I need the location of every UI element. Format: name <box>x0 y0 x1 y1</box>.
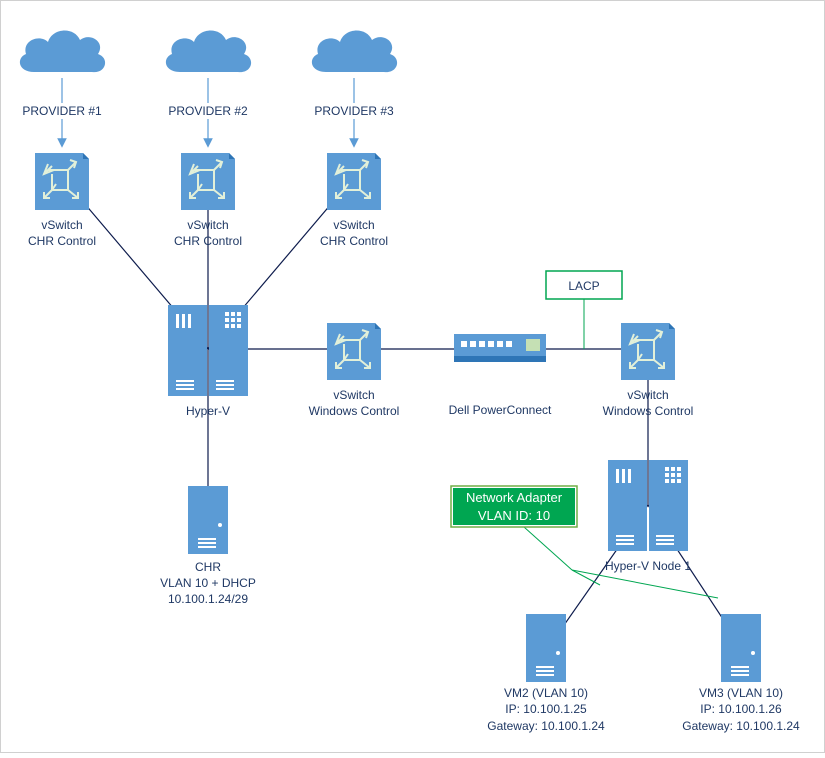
adapter-connector <box>523 526 573 571</box>
green-links <box>523 299 719 599</box>
switch-label: Dell PowerConnect <box>449 403 552 417</box>
cloud-icon <box>165 30 252 73</box>
provider-2-label: PROVIDER #2 <box>168 104 248 118</box>
router-icon <box>620 322 676 381</box>
provider-label-bg <box>312 103 396 119</box>
chr-subnet: 10.100.1.24/29 <box>168 592 248 606</box>
vm2-gateway: Gateway: 10.100.1.24 <box>487 719 605 733</box>
adapter-box-fill <box>453 488 575 525</box>
vm3-gateway: Gateway: 10.100.1.24 <box>682 719 800 733</box>
server-tower-icon <box>188 486 228 554</box>
win-vswitch-2-subtitle: Windows Control <box>603 404 694 418</box>
win-vswitch-2-title: vSwitch <box>627 388 668 402</box>
provider-label-bg <box>20 103 104 119</box>
chr-vlan: VLAN 10 + DHCP <box>160 576 256 590</box>
cloud-icon <box>19 30 106 73</box>
lacp-box <box>545 270 623 300</box>
vswitch-2-title: vSwitch <box>187 218 228 232</box>
hyperv-label: Hyper-V <box>186 404 230 418</box>
vm3-title: VM3 (VLAN 10) <box>699 686 783 700</box>
network-switch-icon <box>454 334 546 362</box>
router-icon <box>180 152 236 211</box>
vswitch-3-subtitle: CHR Control <box>320 234 388 248</box>
win-vswitch-1-title: vSwitch <box>333 388 374 402</box>
chr-title: CHR <box>195 560 221 574</box>
adapter-connector-vm2 <box>571 569 601 586</box>
router-icon <box>326 322 382 381</box>
server-tower-icon <box>526 614 566 682</box>
vswitch-1-title: vSwitch <box>41 218 82 232</box>
adapter-connector-vm3 <box>571 569 719 599</box>
adapter-vlan: VLAN ID: 10 <box>478 508 550 523</box>
provider-3-label: PROVIDER #3 <box>314 104 394 118</box>
provider-label-bg <box>166 103 250 119</box>
hyperv-node-label: Hyper-V Node 1 <box>605 559 691 573</box>
win-vswitch-1-subtitle: Windows Control <box>309 404 400 418</box>
cloud-icon <box>311 30 398 73</box>
adapter-title: Network Adapter <box>466 490 563 505</box>
vswitch-3-title: vSwitch <box>333 218 374 232</box>
router-icon <box>326 152 382 211</box>
vm3-ip: IP: 10.100.1.26 <box>700 702 782 716</box>
vswitch-1-subtitle: CHR Control <box>28 234 96 248</box>
vm2-title: VM2 (VLAN 10) <box>504 686 588 700</box>
lacp-label: LACP <box>568 279 599 293</box>
router-icon <box>34 152 90 211</box>
server-tower-icon <box>721 614 761 682</box>
vm2-ip: IP: 10.100.1.25 <box>505 702 587 716</box>
vswitch-2-subtitle: CHR Control <box>174 234 242 248</box>
provider-1-label: PROVIDER #1 <box>22 104 102 118</box>
